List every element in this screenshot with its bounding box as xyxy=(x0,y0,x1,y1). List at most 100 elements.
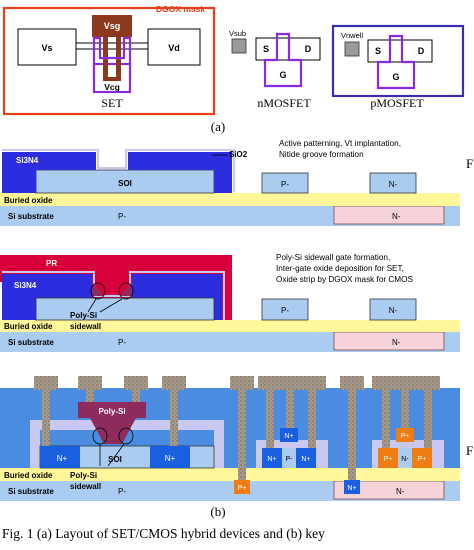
panel-b-label: (b) xyxy=(210,504,225,519)
set-vs-label: Vs xyxy=(41,43,52,53)
step1-si3n4-left xyxy=(2,152,96,193)
step3-pmos-p-plus-left xyxy=(378,448,398,468)
step3-nmos-plug-2 xyxy=(266,388,274,448)
step3-plug-3 xyxy=(132,388,140,402)
step2-callout-line-left xyxy=(87,298,97,313)
pmos-g-label: G xyxy=(392,72,399,82)
step1-p-island xyxy=(261,172,309,194)
nmos-gate xyxy=(263,32,303,88)
step3-buried-oxide-label: Buried oxide xyxy=(4,471,53,480)
step3-pmos-p-plus-right xyxy=(412,448,432,468)
vsg-leg-over-right xyxy=(116,60,121,81)
set-source-pad xyxy=(17,28,77,66)
step3-pmos-pad-2 xyxy=(372,376,396,390)
step3-sidewall-callout-right xyxy=(118,427,134,445)
step3-poly-si-label: Poly-Si xyxy=(98,407,125,416)
pmos-s-label: S xyxy=(375,46,381,56)
step3-nmos-pad-4 xyxy=(302,376,326,390)
step3-plug-2 xyxy=(86,388,94,402)
step3-n-plus-left xyxy=(40,446,80,468)
step2-poly-sidewall-right xyxy=(120,282,132,296)
nmos-g-label: G xyxy=(279,70,286,80)
step3-nmos-pad-3 xyxy=(280,376,304,390)
vcg-pad xyxy=(92,62,132,94)
step3-pad-1 xyxy=(34,376,58,390)
step3-pmos-plug-2 xyxy=(382,388,390,448)
dgox-mask-label: DGOX mask xyxy=(156,4,205,14)
step1-soi-label: SOI xyxy=(118,179,132,188)
step2-callout-line-right xyxy=(99,298,123,313)
step2-note-2: Inter-gate oxide deposition for SET, xyxy=(276,264,404,273)
step3-nmos-n-left-label: N+ xyxy=(267,456,276,463)
step3-buried-oxide xyxy=(0,468,460,481)
step1-note-1: Active patterning, Vt implantation, xyxy=(279,139,401,148)
step1-n-island xyxy=(369,172,417,194)
panel-a-label: (a) xyxy=(211,119,225,134)
step1-n-label: N- xyxy=(389,180,398,189)
step2-sub-p-label: P- xyxy=(118,338,126,347)
step1-nwell xyxy=(333,205,445,225)
nmos-d-label: D xyxy=(305,44,312,54)
step2-note-1: Poly-Si sidewall gate formation, xyxy=(276,253,390,262)
step1-cross-section: Si3N4 SiO2 SOI P- N- Buried oxide Si sub… xyxy=(0,139,473,226)
step3-nmos-pad-2 xyxy=(258,376,282,390)
step2-n-label: N- xyxy=(389,306,398,315)
step3-nmos-n-plus-right xyxy=(296,448,316,468)
step3-nmos-plug-3 xyxy=(286,388,294,428)
step3-pad-4 xyxy=(162,376,186,390)
step1-p-label: P- xyxy=(281,180,289,189)
step3-nmos-plug-sub xyxy=(238,388,246,480)
step2-p-island xyxy=(261,298,309,321)
step3-nmos-pad-1 xyxy=(230,376,254,390)
step2-buried-oxide xyxy=(0,320,460,332)
step3-n-plus-right-label: N+ xyxy=(165,454,176,463)
step2-poly-si-label: Poly-Si xyxy=(70,311,97,320)
vsg-leg-over-bottom xyxy=(103,77,121,81)
step2-poly-sidewall-left xyxy=(92,282,104,296)
step3-nmos-n-plus-left xyxy=(262,448,282,468)
step2-nwell xyxy=(333,331,445,351)
step2-n-island xyxy=(369,298,417,321)
step1-buried-oxide xyxy=(0,193,460,206)
step3-nmos-gate-top xyxy=(280,428,298,442)
nmos-vsub-pad xyxy=(231,38,247,54)
step3-sub-p-label: P- xyxy=(118,487,126,496)
step1-substrate-label: Si substrate xyxy=(8,212,54,221)
step1-sub-n-label: N- xyxy=(392,212,401,221)
step3-pmos-plug-3 xyxy=(401,388,409,428)
pmos-vnwell-pad xyxy=(344,41,360,57)
step3-sub-n-label: N- xyxy=(396,487,405,496)
step3-cross-section: N+ N+ SOI Poly-Si Poly-Si sidewall N+ N+… xyxy=(0,376,473,501)
step3-nmos-plug-4 xyxy=(308,388,316,448)
step1-sio2-label: SiO2 xyxy=(229,150,248,159)
step3-poly-sidewall-label-1: Poly-Si xyxy=(70,471,97,480)
step3-sub-p-plus xyxy=(234,480,250,494)
step3-n-plus-right xyxy=(150,446,190,468)
pmos-caption: pMOSFET xyxy=(370,96,424,110)
pmos-nwell-frame xyxy=(331,24,465,98)
step1-sio2-liner xyxy=(2,149,235,192)
step3-pad-3 xyxy=(124,376,148,390)
layout-panel: DGOX mask Vs Vd Vsg Vcg SET Vsub S D G n… xyxy=(2,4,465,134)
nmos-s-label: S xyxy=(263,44,269,54)
nmos-caption: nMOSFET xyxy=(257,96,311,110)
step1-sub-p-label: P- xyxy=(118,212,126,221)
step3-nmos-p-body xyxy=(282,448,296,468)
step3-pmos-plug-4 xyxy=(424,388,432,448)
step3-substrate-label: Si substrate xyxy=(8,487,54,496)
step3-plug-1 xyxy=(42,388,50,446)
step2-sidewall-callout-left xyxy=(90,282,106,300)
pmos-d-label: D xyxy=(418,46,425,56)
step2-buried-oxide-label: Buried oxide xyxy=(4,322,53,331)
step2-p-label: P- xyxy=(281,306,289,315)
step2-sidewall-label: sidewall xyxy=(70,322,101,331)
set-drain-pad xyxy=(147,28,201,66)
step3-soi-label: SOI xyxy=(108,455,122,464)
step2-sidewall-callout-right xyxy=(118,282,134,300)
step3-nmos-gate-label: N+ xyxy=(284,433,293,440)
step2-note-3: Oxide strip by DGOX mask for CMOS xyxy=(276,275,413,284)
step2-si3n4-label: Si3N4 xyxy=(14,281,37,290)
step3-pmos-pad-4 xyxy=(416,376,440,390)
pmos-vnwell-label: Vnwell xyxy=(341,31,363,40)
